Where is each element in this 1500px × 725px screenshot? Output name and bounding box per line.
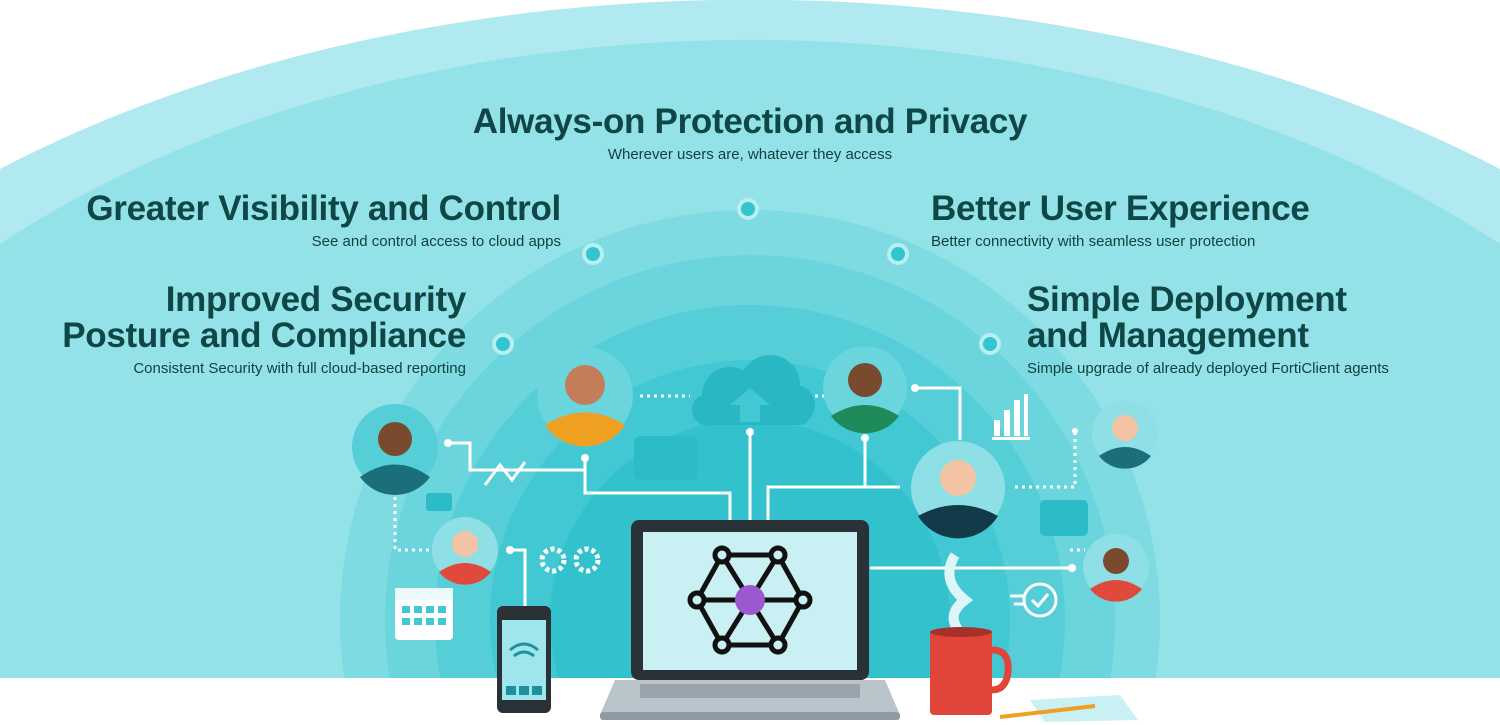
benefit-top: Always-on Protection and Privacy Whereve… [400, 104, 1100, 164]
benefit-right-upper: Better User Experience Better connectivi… [931, 191, 1491, 251]
avatars [352, 346, 1158, 602]
calendar-icon [395, 588, 453, 640]
avatar [1083, 534, 1149, 602]
laptop [600, 520, 900, 720]
avatar [432, 517, 498, 585]
smartphone [497, 606, 551, 713]
benefit-subtitle: Wherever users are, whatever they access [607, 146, 893, 163]
network-hub-icon [687, 545, 813, 655]
dotted-lines [393, 394, 1085, 552]
bar-chart-icon [992, 394, 1030, 440]
chat-bubble-icon [426, 493, 452, 511]
coffee-mug [930, 552, 1012, 715]
avatar [537, 347, 633, 447]
benefit-subtitle: Simple upgrade of already deployed Forti… [1027, 360, 1389, 377]
benefit-subtitle: Consistent Security with full cloud-base… [133, 360, 466, 377]
avatar [911, 441, 1005, 539]
benefit-subtitle: Better connectivity with seamless user p… [931, 233, 1256, 250]
avatar [823, 346, 907, 434]
avatar [1092, 401, 1158, 469]
benefit-title-line2: Posture and Compliance [62, 316, 466, 355]
benefit-left-upper: Greater Visibility and Control See and c… [20, 191, 561, 251]
stopwatch-icon [1010, 582, 1058, 618]
avatar [352, 404, 438, 496]
benefit-left-lower: Improved Security Posture and Compliance… [10, 282, 466, 378]
benefit-right-lower: Simple Deployment and Management Simple … [1027, 282, 1497, 378]
benefit-title: Greater Visibility and Control [86, 189, 561, 228]
benefit-title: Always-on Protection and Privacy [472, 102, 1028, 141]
benefit-title: Better User Experience [931, 189, 1310, 228]
benefit-title-line1: Simple Deployment [1027, 280, 1347, 319]
chat-bubble-icon [1040, 500, 1088, 536]
node-dots [492, 198, 1001, 355]
connector-lines [448, 386, 1072, 610]
benefit-subtitle: See and control access to cloud apps [311, 233, 561, 250]
pencil [999, 704, 1096, 719]
benefit-title-line1: Improved Security [165, 280, 467, 319]
gears-icon [539, 546, 601, 574]
benefit-title-line2: and Management [1027, 316, 1309, 355]
